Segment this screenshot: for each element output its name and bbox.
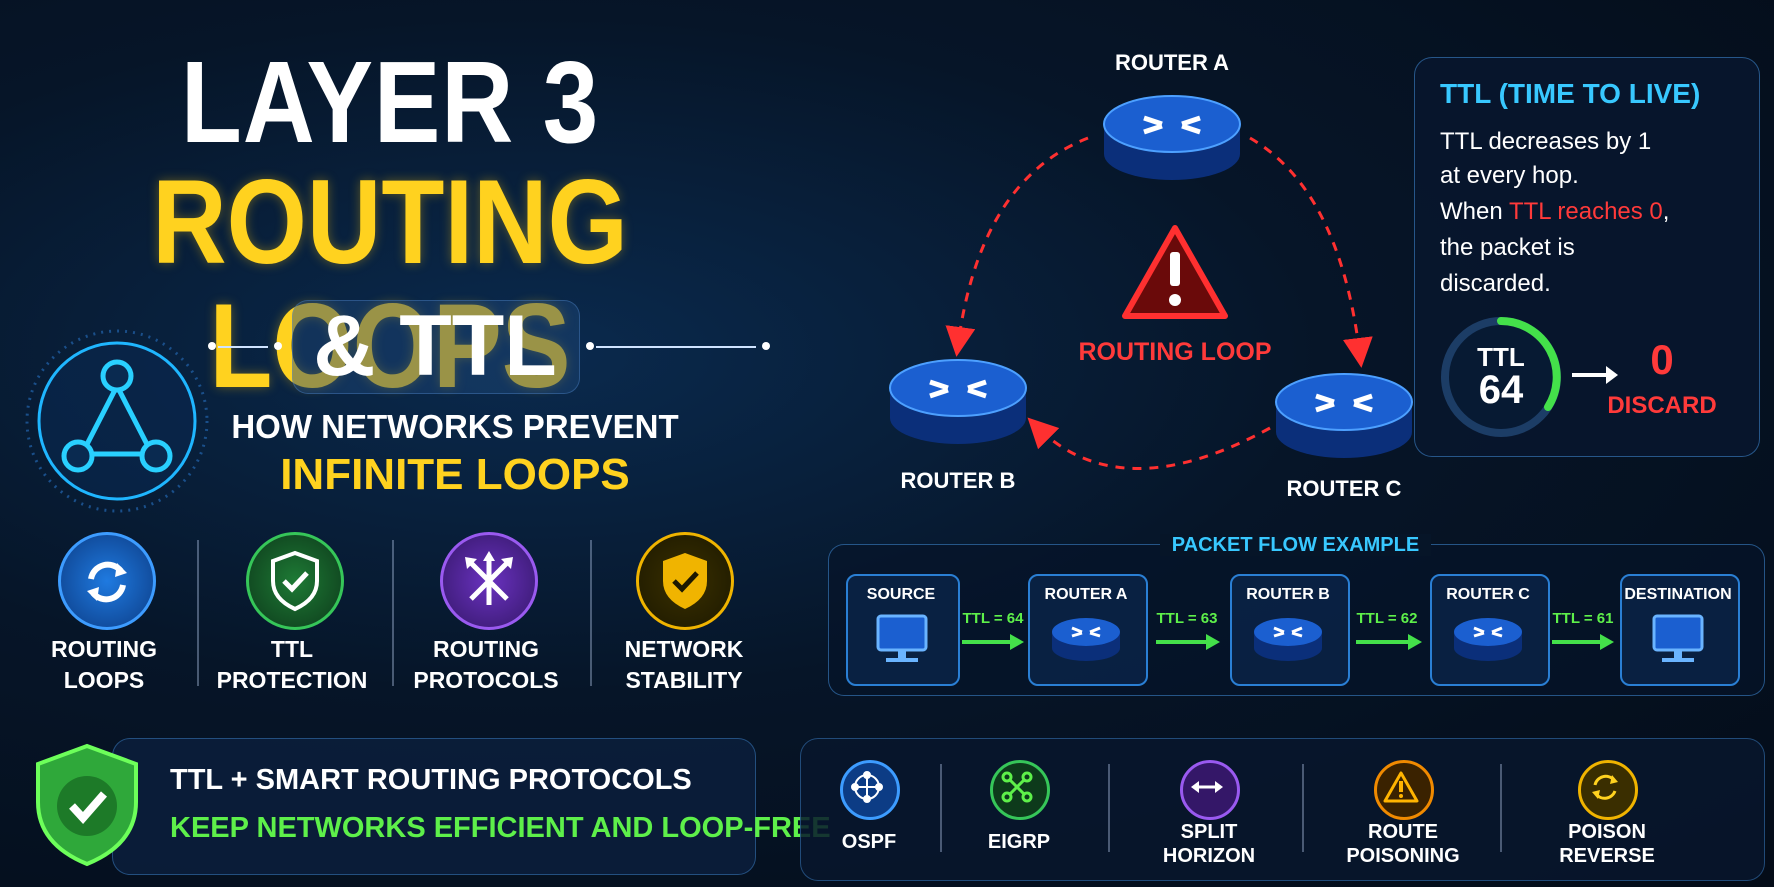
warning-icon: [1122, 225, 1228, 319]
protocol-divider: [940, 764, 942, 852]
router-icon: [1454, 618, 1522, 661]
flow-node-label: DESTINATION: [1624, 586, 1732, 603]
router-c-label: ROUTER C: [1286, 476, 1402, 501]
computer-icon: [876, 614, 928, 662]
ttl-panel-title: TTL (TIME TO LIVE): [1440, 78, 1701, 109]
shield-check-icon: [663, 553, 707, 609]
flow-node-label: SOURCE: [866, 586, 936, 603]
protocol-label: OSPF: [841, 831, 897, 853]
ttl-text-line: the packet is: [1440, 234, 1575, 261]
protocol-poison-reverse-badge: [1578, 760, 1638, 820]
loop-arrow-a-b: [945, 136, 1089, 357]
router-icon: [1254, 618, 1322, 661]
subtitle-line-1: HOW NETWORKS PREVENT: [231, 408, 679, 445]
router-a-icon: [1103, 95, 1241, 180]
feature-network-stability-badge: [636, 532, 734, 630]
flow-node-label: ROUTER A: [1044, 586, 1128, 603]
protocol-split-horizon-badge: [1180, 760, 1240, 820]
arrow-right-icon: [1552, 634, 1614, 650]
router-b-icon: [889, 359, 1027, 444]
router-a-label: ROUTER A: [1114, 50, 1230, 75]
ttl-discard-label: DISCARD: [1607, 392, 1717, 419]
banner-line-2: KEEP NETWORKS EFFICIENT AND LOOP-FREE: [170, 812, 831, 844]
shield-check-icon: [271, 550, 319, 612]
divider-dot: [208, 342, 216, 350]
divider-dot: [274, 342, 282, 350]
arrow-right-icon: [1156, 634, 1220, 650]
network-icon: [851, 771, 883, 803]
router-c-icon: [1275, 373, 1413, 458]
cycle-icon: [1592, 774, 1618, 800]
ttl-gauge-value: 64: [1478, 368, 1524, 412]
router-icon: [1052, 618, 1120, 661]
ttl-gauge: [1441, 317, 1561, 437]
arrow-right-icon: [962, 634, 1024, 650]
ttl-text-line: When TTL reaches 0,: [1440, 198, 1670, 225]
flow-ttl-label: TTL = 64: [962, 610, 1024, 627]
protocol-eigrp-badge: [990, 760, 1050, 820]
flow-ttl-label: TTL = 63: [1156, 610, 1218, 627]
feature-divider: [392, 540, 394, 686]
divider-dot: [762, 342, 770, 350]
ttl-gauge-label: TTL: [1477, 342, 1525, 372]
protocol-route-poisoning-badge: [1374, 760, 1434, 820]
title-line-1: LAYER 3: [180, 37, 600, 167]
title-line-3: & TTL: [313, 298, 557, 394]
routing-loop-diagram: [945, 136, 1373, 470]
ttl-end-value: 0: [1650, 336, 1674, 383]
flow-node-label: ROUTER C: [1446, 586, 1530, 603]
shield-check-icon: [36, 743, 138, 867]
warning-icon: [1383, 771, 1419, 803]
flow-ttl-label: TTL = 61: [1552, 610, 1614, 627]
divider-left: [218, 346, 268, 348]
protocol-divider: [1302, 764, 1304, 852]
banner-line-1: TTL + SMART ROUTING PROTOCOLS: [170, 764, 692, 796]
ttl-text-line: TTL decreases by 1: [1440, 128, 1652, 155]
ttl-text-line: at every hop.: [1440, 162, 1579, 189]
arrows-icon: [465, 551, 513, 605]
protocol-divider: [1500, 764, 1502, 852]
routing-loop-label: ROUTING LOOP: [1078, 338, 1272, 366]
feature-divider: [197, 540, 199, 686]
protocol-ospf-badge: [840, 760, 900, 820]
nodes-icon: [1001, 771, 1033, 803]
ttl-title-box: [292, 300, 580, 394]
network-logo-icon: [25, 329, 209, 513]
protocol-divider: [1108, 764, 1110, 852]
arrow-right-icon: [1572, 366, 1618, 384]
divider-right: [596, 346, 756, 348]
loop-arrow-a-c: [1249, 136, 1373, 368]
subtitle-line-2: INFINITE LOOPS: [280, 450, 630, 499]
divider-dot: [586, 342, 594, 350]
packet-flow-title: PACKET FLOW EXAMPLE: [828, 534, 1763, 557]
feature-divider: [590, 540, 592, 686]
router-b-label: ROUTER B: [900, 468, 1016, 493]
flow-node-label: ROUTER B: [1246, 586, 1330, 603]
computer-icon: [1652, 614, 1704, 662]
feature-routing-protocols-badge: [440, 532, 538, 630]
feature-ttl-protection-badge: [246, 532, 344, 630]
title-line-2: ROUTING LOOPS: [152, 155, 628, 413]
flow-ttl-label: TTL = 62: [1356, 610, 1418, 627]
arrow-right-icon: [1356, 634, 1422, 650]
split-arrow-icon: [1191, 781, 1223, 793]
summary-banner: [112, 738, 756, 875]
feature-routing-loops-badge: [58, 532, 156, 630]
ttl-text-line: discarded.: [1440, 270, 1551, 297]
protocol-label: EIGRP: [987, 831, 1051, 853]
loop-arrow-c-b: [1027, 417, 1271, 470]
refresh-icon: [87, 561, 127, 603]
